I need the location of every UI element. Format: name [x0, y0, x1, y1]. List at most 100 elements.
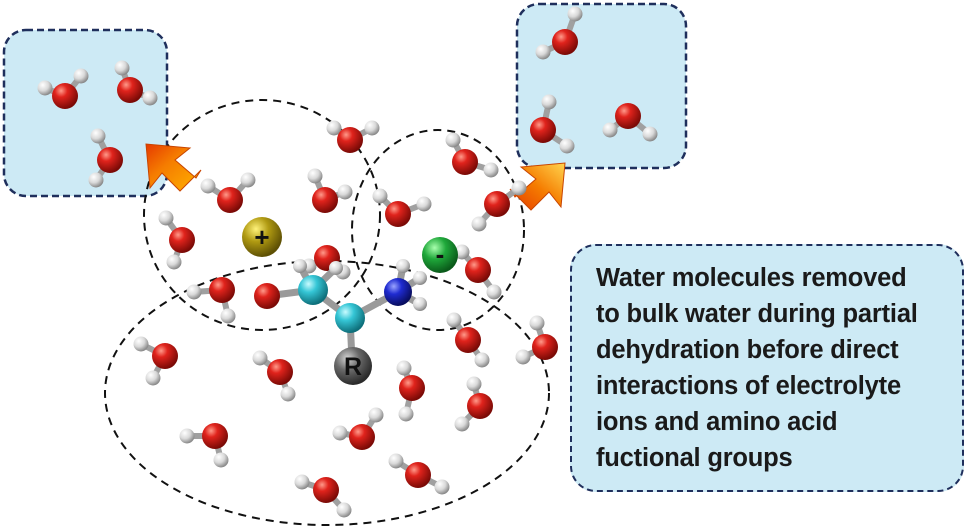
oxygen-atom	[202, 423, 228, 449]
hydrogen-atom	[567, 6, 583, 22]
hydrogen-atom	[398, 406, 414, 422]
oxygen-atom	[465, 257, 491, 283]
hydrogen-atom	[179, 428, 195, 444]
water-molecule	[252, 350, 296, 402]
oxygen-atom	[467, 393, 493, 419]
hydrogen-atom	[307, 168, 323, 184]
hydrogen-atom	[486, 284, 502, 300]
water-molecule	[446, 312, 490, 368]
oxygen-atom	[152, 343, 178, 369]
nitrogen-atom	[384, 278, 412, 306]
hydrogen-atom	[37, 80, 53, 96]
bulk-water-box-right	[515, 2, 688, 170]
carbon-atom	[298, 275, 328, 305]
hydrogen-atom	[368, 407, 384, 423]
hydrogen-atom	[142, 90, 158, 106]
hydrogen-atom	[90, 128, 106, 144]
water-molecule	[114, 60, 158, 106]
removal-arrow-left	[145, 143, 202, 192]
hydrogen-atom	[483, 162, 499, 178]
oxygen-atom	[349, 424, 375, 450]
water-molecule	[332, 407, 384, 450]
amino-hydrogen-atom	[293, 259, 307, 273]
hydrogen-atom	[133, 336, 149, 352]
hydrogen-atom	[535, 44, 551, 60]
oxygen-atom	[455, 327, 481, 353]
hydrogen-atom	[396, 360, 412, 376]
caption-text: Water molecules removed to bulk water du…	[596, 264, 918, 472]
oxygen-atom	[399, 375, 425, 401]
water-molecule	[186, 277, 236, 324]
water-molecule	[372, 188, 432, 227]
water-molecule	[535, 6, 583, 60]
side-chain-r-group	[334, 347, 372, 385]
hydrogen-atom	[372, 188, 388, 204]
oxygen-atom	[97, 147, 123, 173]
hydrogen-atom	[559, 138, 575, 154]
hydrogen-atom	[336, 502, 352, 518]
hydrogen-atom	[364, 120, 380, 136]
hydrogen-atom	[252, 350, 268, 366]
water-molecule	[396, 360, 425, 422]
water-molecule	[88, 128, 123, 188]
water-molecule	[515, 315, 558, 365]
alpha-carbon-atom	[335, 303, 365, 333]
hydrogen-atom	[145, 370, 161, 386]
hydrogen-atom	[213, 452, 229, 468]
oxygen-atom	[615, 103, 641, 129]
anion-hydration-shell	[351, 129, 525, 331]
oxygen-atom	[117, 77, 143, 103]
carboxyl-oxygen-atom	[254, 283, 280, 309]
water-molecule	[294, 474, 352, 518]
hydrogen-atom	[158, 210, 174, 226]
anion-symbol: -	[436, 239, 445, 269]
water-molecule	[388, 453, 450, 495]
cation-hydration-shell	[143, 99, 381, 331]
hydrogen-atom	[445, 132, 461, 148]
hydrogen-atom	[294, 474, 310, 490]
oxygen-atom	[484, 191, 510, 217]
hydrogen-atom	[446, 312, 462, 328]
hydrogen-atom	[602, 122, 618, 138]
water-molecule	[471, 180, 527, 232]
water-molecule	[133, 336, 178, 386]
water-molecule	[530, 94, 575, 154]
anion	[422, 237, 458, 273]
oxygen-atom	[169, 227, 195, 253]
hydrogen-atom	[474, 352, 490, 368]
oxygen-atom	[530, 117, 556, 143]
oxygen-atom	[313, 477, 339, 503]
hydrogen-atom	[466, 376, 482, 392]
hydrogen-atom	[454, 416, 470, 432]
amino-hydrogen-atom	[396, 259, 410, 273]
water-molecule	[307, 168, 353, 213]
caption-box: Water molecules removed to bulk water du…	[570, 244, 964, 492]
hydrogen-atom	[326, 120, 342, 136]
water-molecule	[454, 244, 502, 300]
oxygen-atom	[337, 127, 363, 153]
oxygen-atom	[267, 359, 293, 385]
cation	[242, 217, 282, 257]
oxygen-atom	[217, 187, 243, 213]
hydrogen-atom	[88, 172, 104, 188]
hydrogen-atom	[114, 60, 130, 76]
oxygen-atom	[552, 29, 578, 55]
amino-hydrogen-atom	[329, 261, 343, 275]
oxygen-atom	[452, 149, 478, 175]
oxygen-atom	[405, 462, 431, 488]
hydrogen-atom	[454, 244, 470, 260]
water-molecule	[445, 132, 499, 178]
water-molecule	[179, 423, 229, 468]
bulk-water-box-left	[2, 28, 169, 198]
hydrogen-atom	[515, 349, 531, 365]
hydrogen-atom	[240, 172, 256, 188]
oxygen-atom	[385, 201, 411, 227]
hydrogen-atom	[388, 453, 404, 469]
amino-hydrogen-atom	[413, 271, 427, 285]
hydrogen-atom	[166, 254, 182, 270]
hydrogen-atom	[529, 315, 545, 331]
amino-hydrogen-atom	[413, 297, 427, 311]
hydrogen-atom	[220, 308, 236, 324]
